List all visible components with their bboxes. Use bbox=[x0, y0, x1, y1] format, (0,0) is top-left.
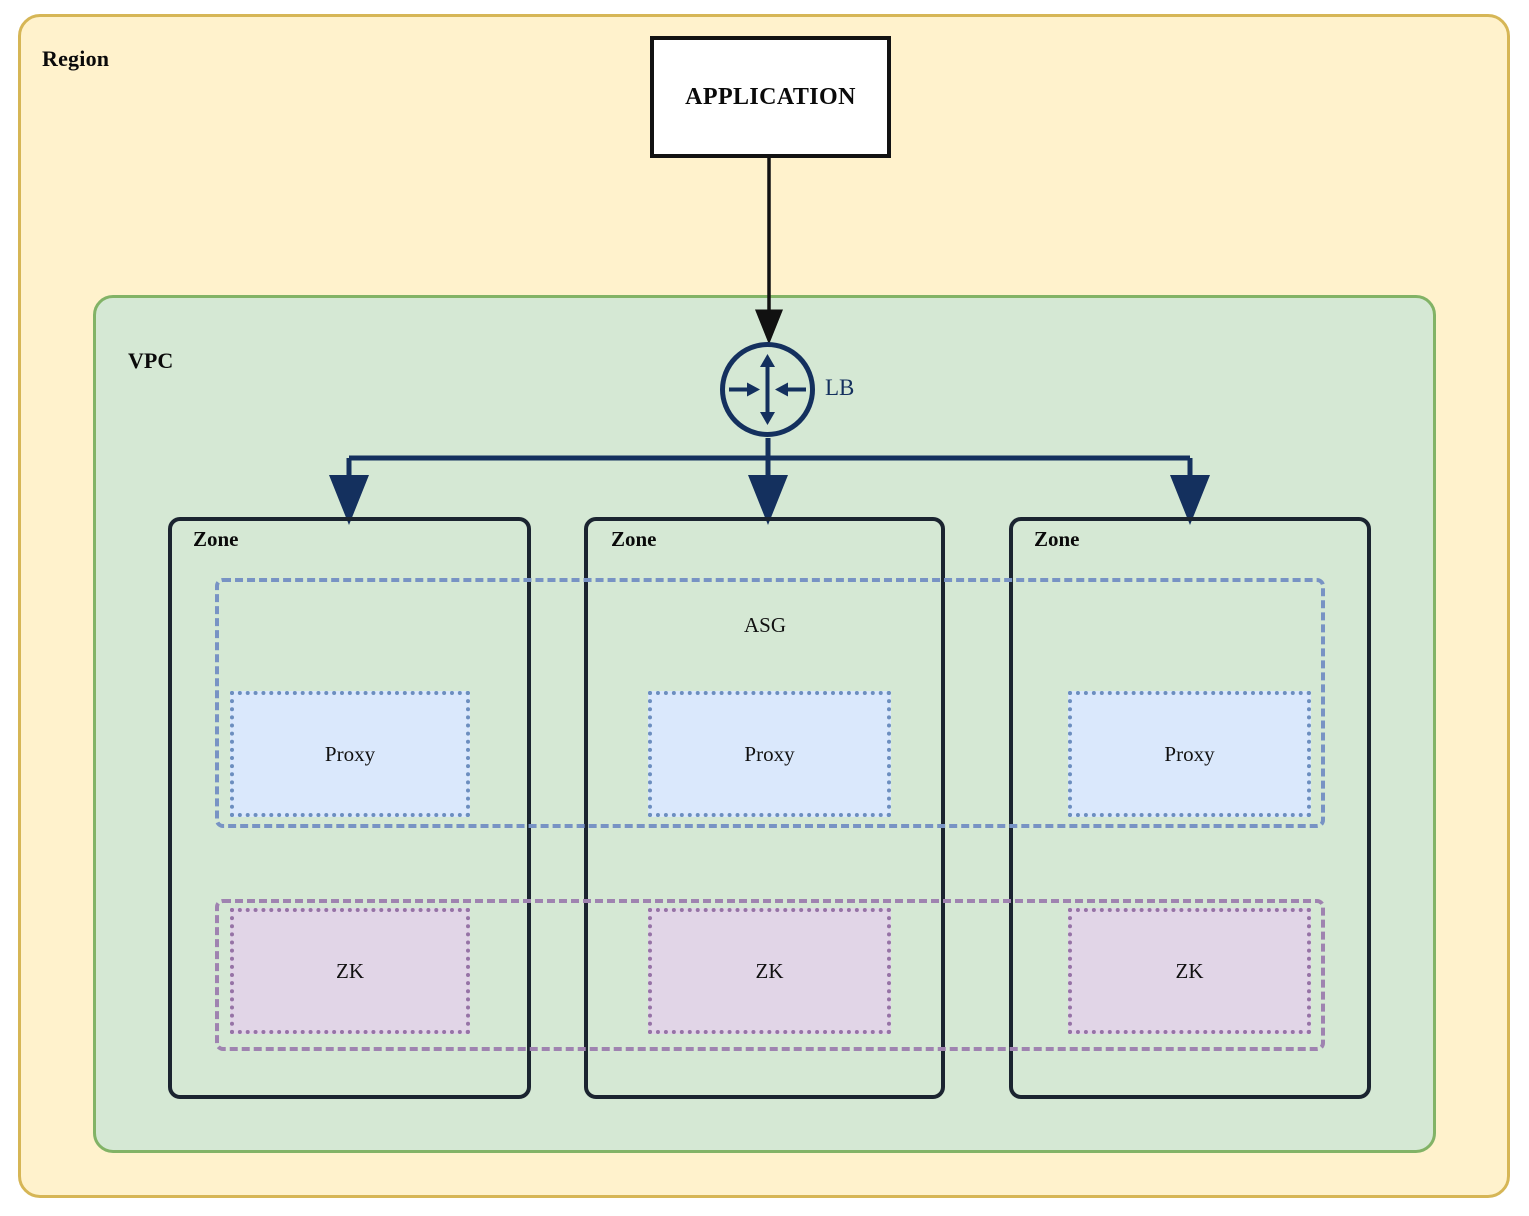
load-balancer-label: LB bbox=[825, 375, 855, 400]
region-label: Region bbox=[42, 46, 110, 71]
proxy-label-2: Proxy bbox=[744, 741, 795, 766]
zk-label-2: ZK bbox=[755, 958, 784, 983]
zone-label-1: Zone bbox=[193, 527, 239, 551]
zk-label-1: ZK bbox=[336, 958, 364, 983]
application-node[interactable]: APPLICATION bbox=[650, 36, 891, 158]
asg-label: ASG bbox=[743, 613, 786, 637]
proxy-label-1: Proxy bbox=[324, 741, 376, 766]
proxy-node-3[interactable]: Proxy bbox=[1068, 691, 1311, 817]
proxy-node-2[interactable]: Proxy bbox=[648, 691, 891, 817]
zk-node-3[interactable]: ZK bbox=[1068, 908, 1311, 1034]
zone-container-3 bbox=[1009, 517, 1371, 1099]
asg-group-container bbox=[215, 578, 1325, 828]
zone-label-2: Zone bbox=[611, 527, 657, 551]
vpc-label: VPC bbox=[128, 348, 174, 373]
zk-node-2[interactable]: ZK bbox=[648, 908, 891, 1034]
zone-container-1 bbox=[168, 517, 531, 1099]
zone-container-2 bbox=[584, 517, 945, 1099]
zone-label-3: Zone bbox=[1034, 527, 1080, 551]
proxy-node-1[interactable]: Proxy bbox=[230, 691, 470, 817]
application-label: APPLICATION bbox=[685, 83, 856, 110]
zk-label-3: ZK bbox=[1175, 958, 1204, 983]
proxy-label-3: Proxy bbox=[1164, 741, 1215, 766]
zk-group-container bbox=[215, 899, 1325, 1051]
load-balancer-icon[interactable] bbox=[719, 341, 816, 438]
zk-node-1[interactable]: ZK bbox=[230, 908, 470, 1034]
